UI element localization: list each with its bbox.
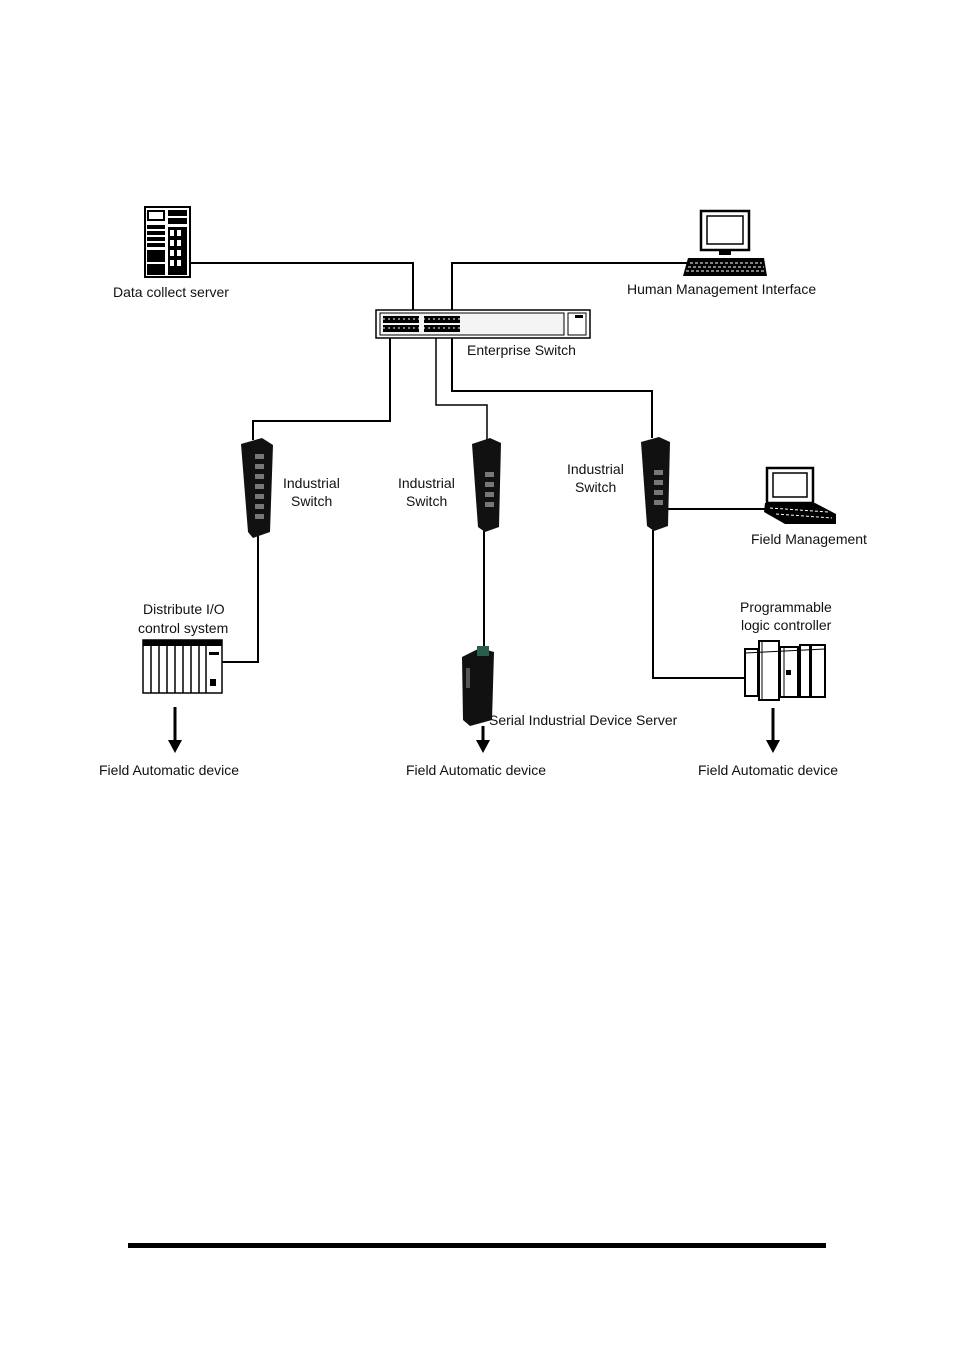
plc-label-line1: Programmable <box>740 599 832 615</box>
wire-switch1-to-dio <box>222 536 258 662</box>
server-icon <box>145 207 190 277</box>
plc-icon <box>745 641 825 700</box>
enterprise-switch-icon <box>376 310 590 338</box>
industrial-switch-icon <box>241 438 273 538</box>
industrial-switch-icon <box>472 438 501 532</box>
plc-label-line2: logic controller <box>741 617 832 633</box>
desktop-computer-icon <box>683 211 767 276</box>
distributed-io-icon <box>143 640 222 693</box>
laptop-icon <box>764 468 836 524</box>
human-management-interface-label: Human Management Interface <box>627 281 816 297</box>
industrial-switch-icon <box>641 437 670 531</box>
wire-switch3-to-plc <box>653 530 745 678</box>
industrial-switch-3-label-line1: Industrial <box>567 461 624 477</box>
data-collect-server-label: Data collect server <box>113 284 229 300</box>
serial-device-server-label: Serial Industrial Device Server <box>489 712 678 728</box>
industrial-switch-2-label-line1: Industrial <box>398 475 455 491</box>
field-automatic-device-label-3: Field Automatic device <box>698 762 838 778</box>
arrow-down-icon <box>766 708 780 753</box>
field-automatic-device-label-1: Field Automatic device <box>99 762 239 778</box>
field-automatic-device-label-2: Field Automatic device <box>406 762 546 778</box>
industrial-switch-2-label-line2: Switch <box>406 493 447 509</box>
arrow-down-icon <box>168 707 182 753</box>
field-management-label: Field Management <box>751 531 867 547</box>
distribute-io-label-line2: control system <box>138 620 228 636</box>
wire-enterprise-to-switch1 <box>253 338 390 440</box>
industrial-switch-1-label-line1: Industrial <box>283 475 340 491</box>
distribute-io-label-line1: Distribute I/O <box>143 601 225 617</box>
enterprise-switch-label: Enterprise Switch <box>467 342 576 358</box>
arrow-down-icon <box>476 726 490 753</box>
industrial-switch-3-label-line2: Switch <box>575 479 616 495</box>
industrial-switch-1-label-line2: Switch <box>291 493 332 509</box>
footer-rule <box>128 1243 826 1248</box>
